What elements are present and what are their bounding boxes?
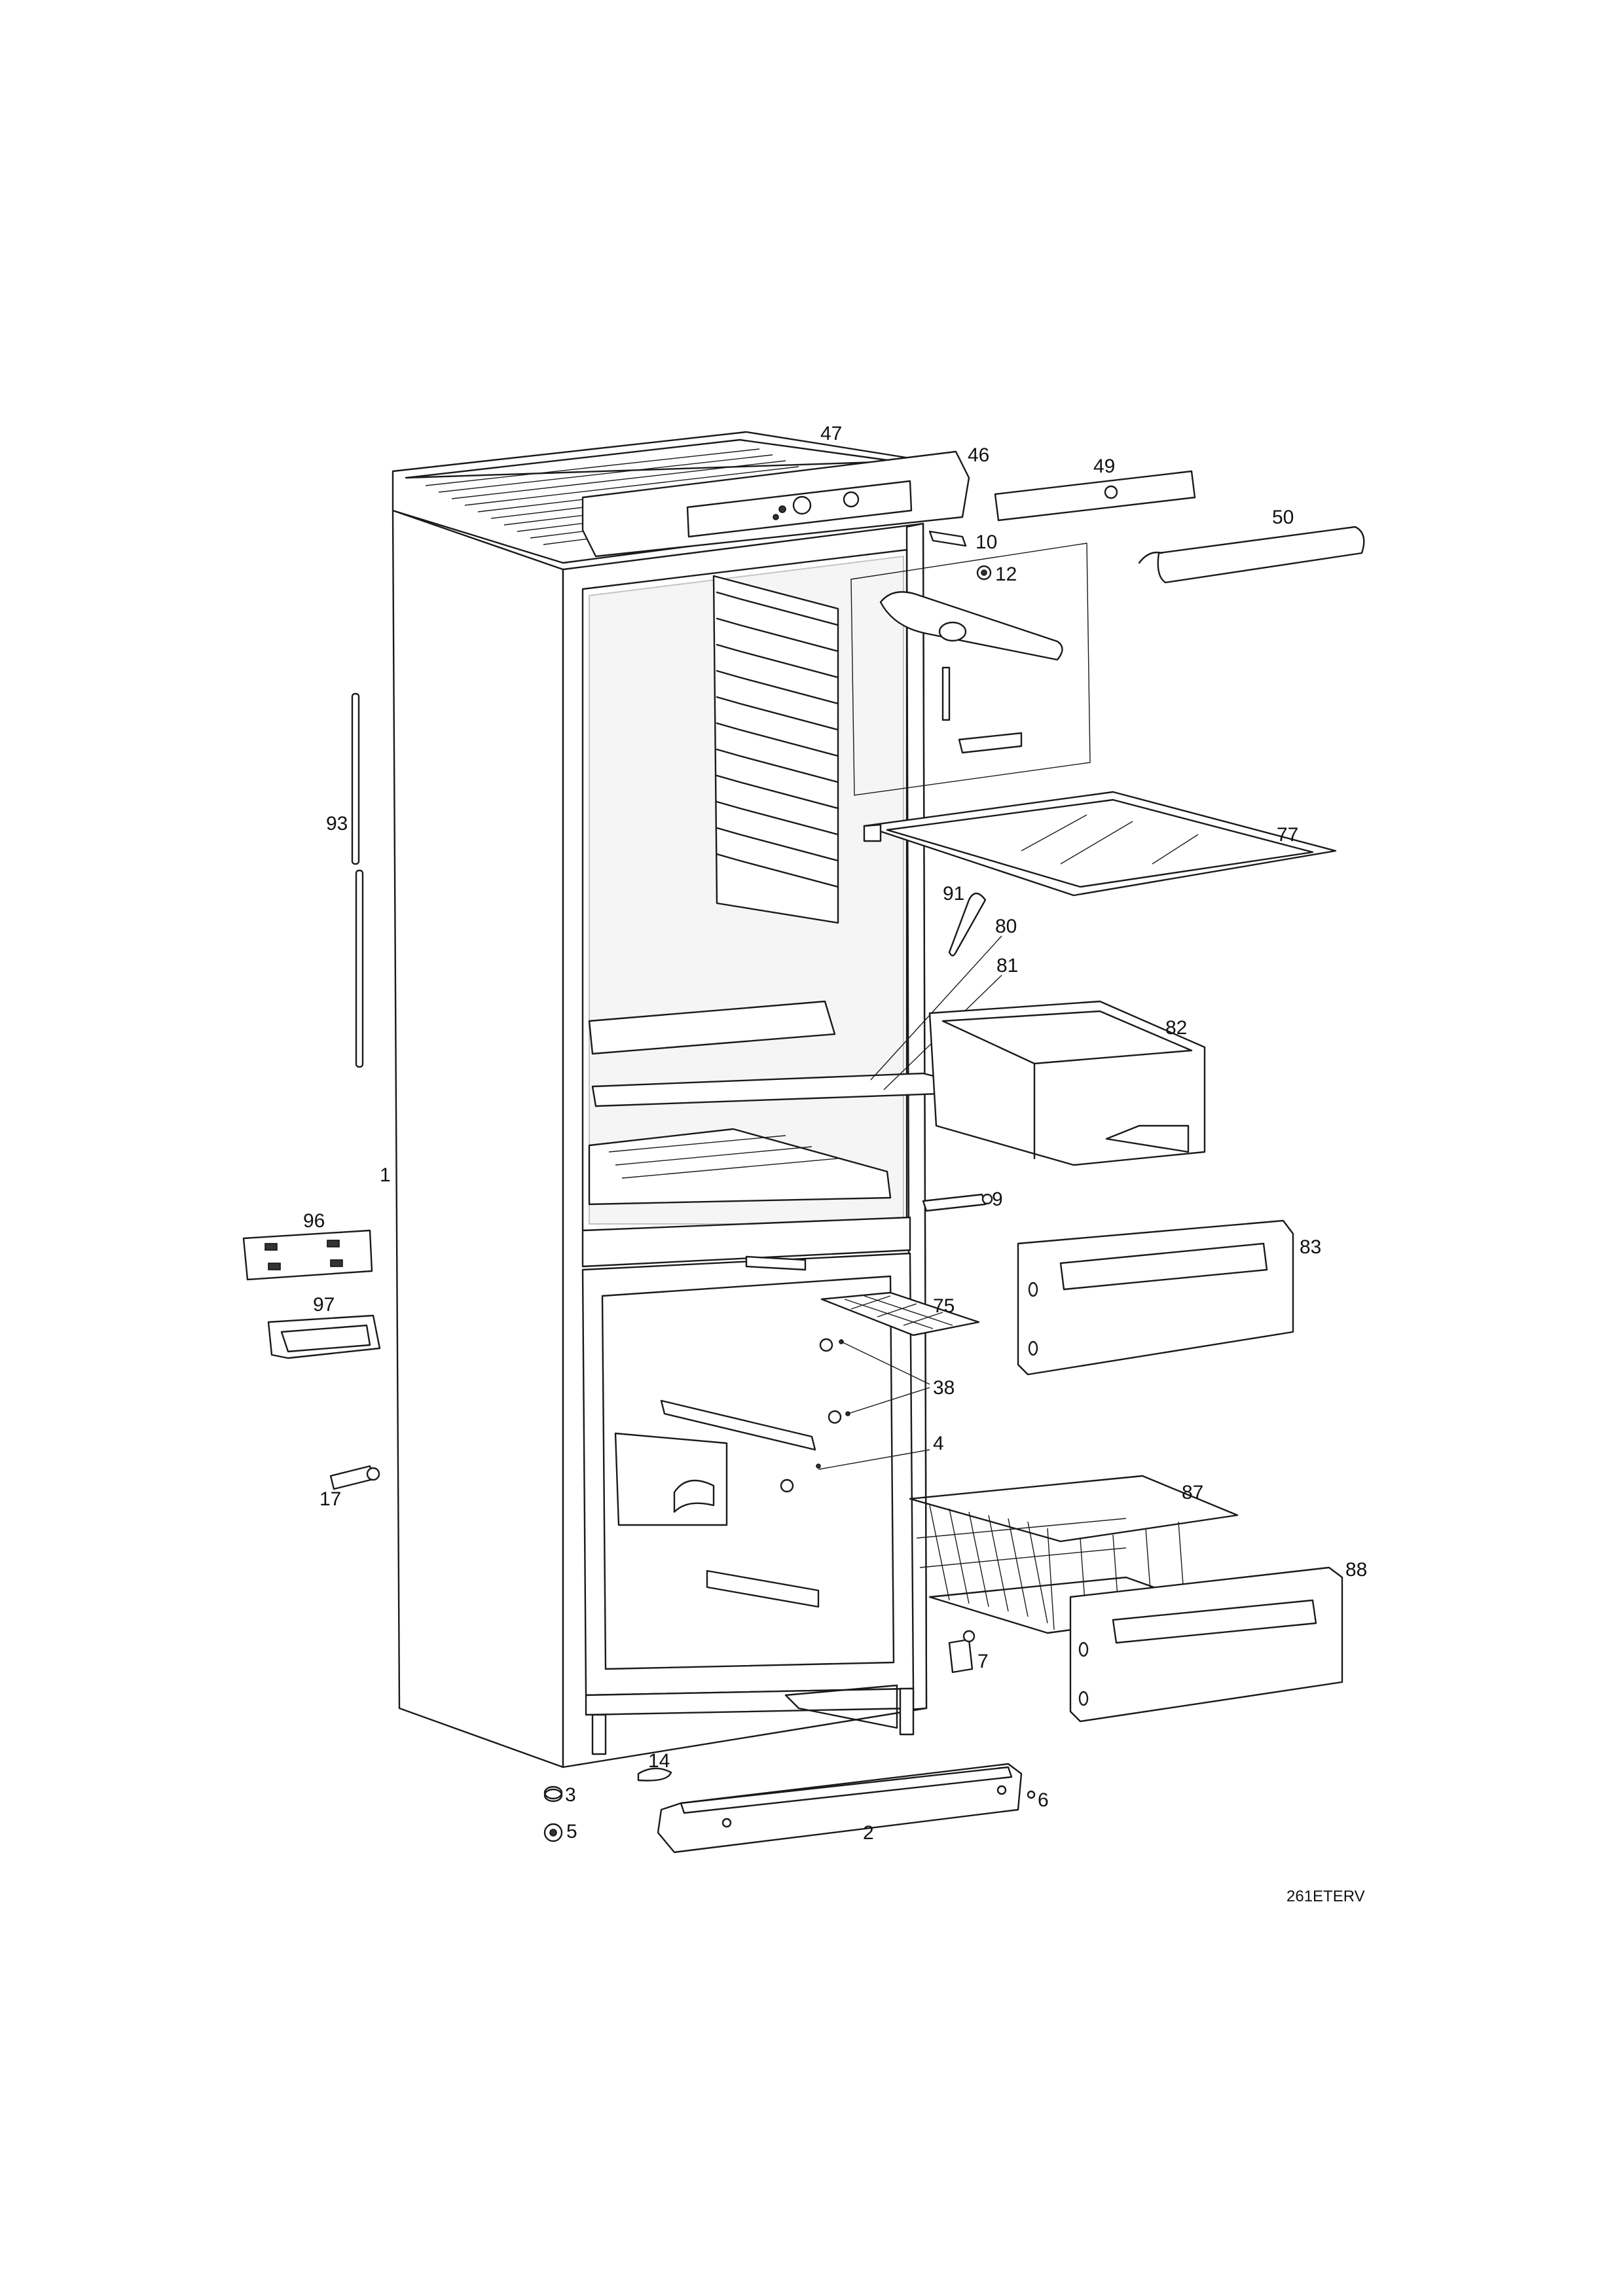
callout-10: 10 (976, 531, 997, 553)
screws-38-4 (780, 1338, 930, 1493)
callout-47: 47 (820, 423, 842, 444)
callout-7: 7 (977, 1651, 989, 1672)
callout-50: 50 (1272, 507, 1294, 528)
bracket-7 (948, 1630, 976, 1674)
thermostat-parts (850, 530, 1091, 796)
callout-75: 75 (933, 1295, 955, 1317)
clip-14 (637, 1767, 672, 1782)
callout-81: 81 (996, 955, 1018, 977)
callout-17: 17 (319, 1488, 341, 1510)
callout-83: 83 (1300, 1236, 1321, 1258)
shelf-support-91 (948, 892, 987, 957)
callout-38: 38 (933, 1377, 955, 1399)
freezer-inner-details (614, 1255, 820, 1608)
door-seal-rail (351, 692, 364, 1068)
glass-shelf-77 (863, 791, 1337, 897)
lamp-cover-50 (1138, 526, 1365, 584)
callout-97: 97 (313, 1294, 335, 1316)
callout-91: 91 (943, 883, 964, 905)
callout-1: 1 (380, 1164, 391, 1186)
plinth-grille-2 (657, 1763, 1023, 1854)
fridge-inner-shelves (588, 1000, 964, 1206)
crisper-drawer-82 (928, 1000, 1206, 1166)
evaporator-fins (712, 575, 839, 924)
callout-9: 9 (992, 1189, 1003, 1210)
callout-49: 49 (1093, 456, 1115, 477)
callout-12: 12 (995, 564, 1017, 585)
screw-6 (1027, 1790, 1036, 1799)
callout-80: 80 (995, 916, 1017, 937)
callout-6: 6 (1038, 1789, 1049, 1811)
callout-2: 2 (863, 1822, 874, 1844)
trim-strip-49 (994, 470, 1196, 522)
control-panel (581, 450, 970, 558)
callout-88: 88 (1345, 1559, 1367, 1581)
hinge-pin-17 (329, 1465, 380, 1490)
foot-3 (543, 1785, 563, 1803)
callout-93: 93 (326, 813, 348, 834)
drawer-front-88 (1069, 1566, 1343, 1723)
callout-5: 5 (566, 1821, 577, 1842)
callout-82: 82 (1165, 1017, 1187, 1039)
callout-96: 96 (303, 1210, 325, 1232)
drawing-code: 261ETERV (1286, 1888, 1365, 1905)
callout-3: 3 (565, 1784, 576, 1806)
callout-87: 87 (1182, 1482, 1203, 1503)
callout-14: 14 (648, 1750, 670, 1772)
ice-tray-75 (820, 1291, 980, 1336)
callout-46: 46 (968, 444, 989, 466)
drawer-front-83 (1017, 1219, 1294, 1376)
callout-4: 4 (933, 1433, 944, 1454)
hinge-cover-96 (242, 1229, 373, 1281)
bracket-9 (922, 1193, 993, 1212)
foot-5 (543, 1823, 563, 1842)
hinge-bracket-97 (267, 1314, 381, 1359)
callout-labels: 1 2 3 4 5 6 7 9 10 12 14 17 38 46 47 49 … (303, 423, 1367, 1844)
callout-77: 77 (1277, 824, 1298, 846)
